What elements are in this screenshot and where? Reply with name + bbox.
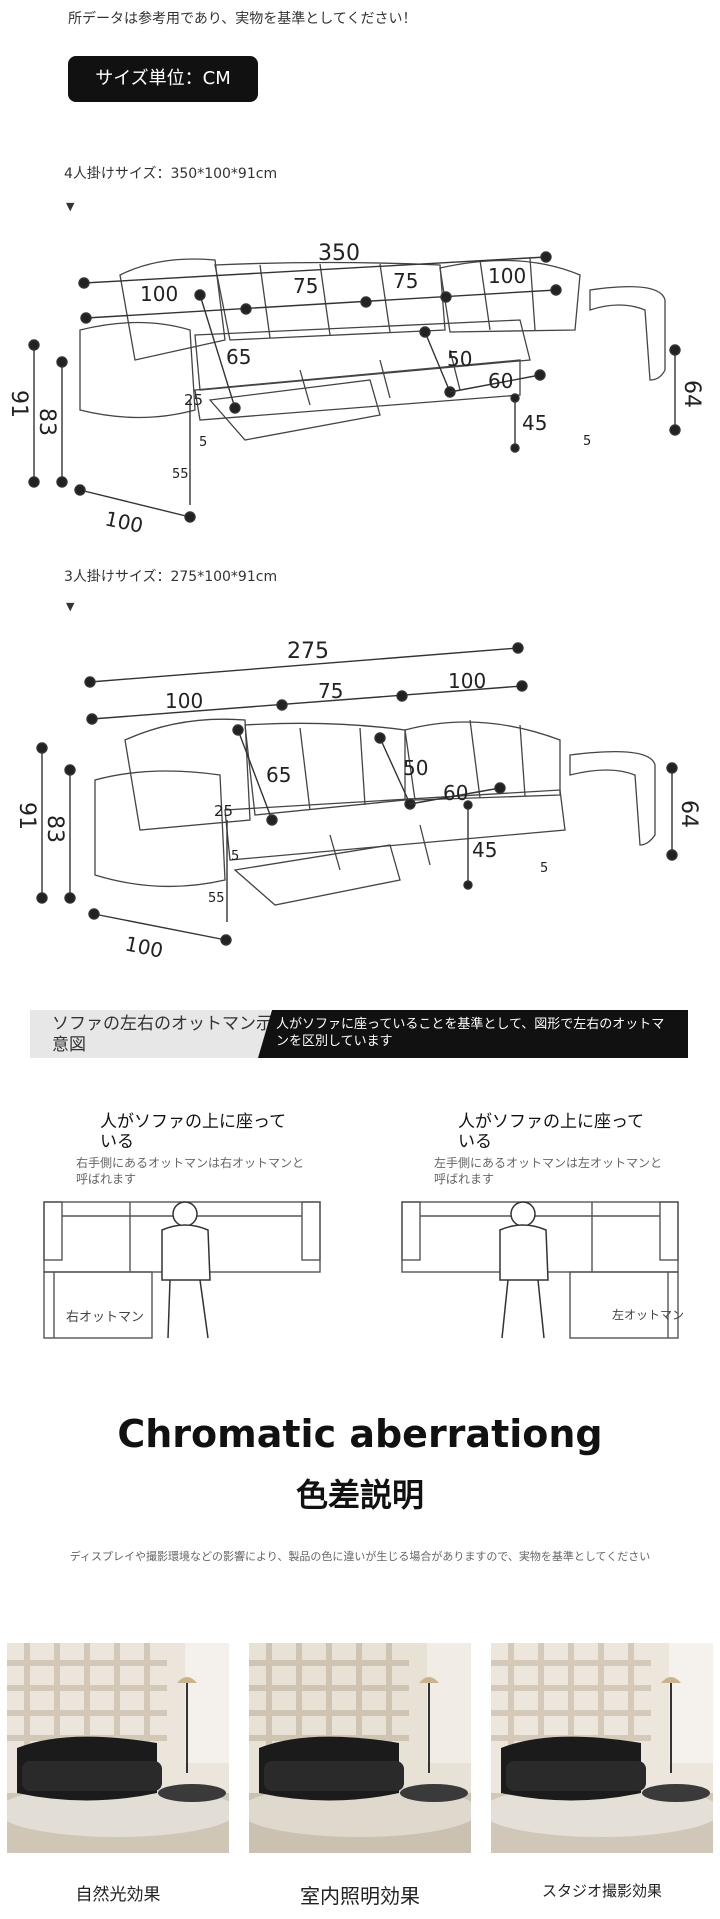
dim-seg-1: 100: [165, 689, 203, 713]
dim-frame-height: 83: [42, 815, 67, 843]
ottoman-fig-title-right: 人がソファの上に座っている: [100, 1112, 287, 1152]
ottoman-banner-description: 人がソファに座っていることを基準として、図形で左右のオットマンを区別しています: [276, 1017, 665, 1049]
ottoman-fig-title-left: 人がソファの上に座っている: [458, 1112, 645, 1152]
photo-indoor-lighting: [249, 1643, 471, 1853]
marker-3-seat: ▼: [66, 600, 75, 613]
dim-back-height: 65: [226, 345, 251, 369]
chromatic-title-en: Chromatic aberrationg: [117, 1412, 603, 1456]
dim-depth: 100: [123, 931, 165, 962]
dim-seg-3: 100: [448, 669, 486, 693]
ottoman-fig-subtitle-left: 左手側にあるオットマンは左オットマンと呼ばれます: [434, 1156, 663, 1186]
right-ottoman-diagram: [43, 1201, 321, 1339]
left-ottoman-label: 左オットマン: [612, 1308, 685, 1322]
dim-seat-height: 45: [522, 411, 547, 435]
sofa-diagram-4-seat: 350 100 75 75 100 65 50 60 45 5 25 5 55 …: [6, 241, 704, 538]
photo-studio: [491, 1643, 713, 1853]
person-icon: [499, 1201, 549, 1339]
dim-seg-4: 100: [488, 264, 526, 288]
dim-depth: 100: [103, 506, 145, 537]
photo-natural-light: [7, 1643, 229, 1853]
ottoman-banner-left-bg: [30, 1010, 270, 1058]
dim-overall-height: 91: [6, 390, 31, 418]
dim-leg: 5: [540, 861, 548, 876]
dim-seg-2: 75: [293, 274, 318, 298]
dim-arm-width: 25: [214, 802, 233, 820]
dim-seg-3: 75: [393, 269, 418, 293]
ottoman-banner-right-bg: [258, 1010, 688, 1058]
dim-recliner: 55: [172, 467, 189, 482]
dim-back-depth: 50: [403, 756, 428, 780]
color-disclaimer: ディスプレイや撮影環境などの影響により、製品の色に違いが生じる場合がありますので…: [69, 1550, 651, 1563]
sofa-diagram-3-seat: 275 100 75 100 65 50 60 45 5 25 5 55 100…: [14, 639, 701, 963]
dim-leg: 5: [583, 434, 591, 449]
photo-label-indoor: 室内照明効果: [300, 1884, 420, 1908]
dim-recliner: 55: [208, 891, 225, 906]
dim-arm-height: 64: [676, 800, 701, 828]
reference-note: 所データは参考用であり、実物を基準としてください！: [68, 11, 417, 27]
person-icon: [161, 1201, 211, 1339]
dim-arm-width: 25: [184, 391, 203, 409]
unit-badge: サイズ単位：CM: [68, 56, 258, 102]
dim-seat-height: 45: [472, 838, 497, 862]
photo-label-natural: 自然光効果: [75, 1885, 161, 1905]
marker-4-seat: ▼: [66, 200, 75, 213]
size-label-4-seat: 4人掛けサイズ：350*100*91cm: [64, 166, 278, 182]
dim-gap: 5: [231, 849, 239, 864]
dim-seg-2: 75: [318, 679, 343, 703]
ottoman-banner-title: ソファの左右のオットマン示意図: [52, 1014, 273, 1055]
dim-overall-height: 91: [14, 802, 39, 830]
dim-total-width: 275: [287, 639, 329, 664]
right-ottoman-label: 右オットマン: [66, 1310, 145, 1325]
ottoman-fig-subtitle-right: 右手側にあるオットマンは右オットマンと呼ばれます: [76, 1156, 305, 1186]
photo-label-studio: スタジオ撮影効果: [541, 1882, 662, 1900]
dim-arm-height: 64: [679, 380, 704, 408]
left-ottoman-diagram: [401, 1201, 679, 1339]
dim-seat-depth: 60: [488, 369, 513, 393]
dim-back-height: 65: [266, 763, 291, 787]
dim-gap: 5: [199, 435, 207, 450]
dim-frame-height: 83: [34, 408, 59, 436]
dim-total-width: 350: [318, 241, 360, 266]
dim-back-depth: 50: [447, 347, 472, 371]
dim-seat-depth: 60: [443, 781, 468, 805]
size-label-3-seat: 3人掛けサイズ：275*100*91cm: [64, 569, 278, 585]
dim-seg-1: 100: [140, 282, 178, 306]
chromatic-title-jp: 色差説明: [295, 1476, 424, 1514]
